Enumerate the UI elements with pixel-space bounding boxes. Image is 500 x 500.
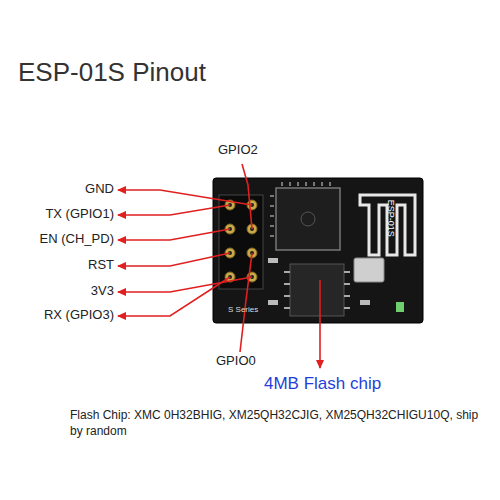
pin-label: EN (CH_PD)	[40, 232, 114, 247]
caption-note: Flash Chip: XMC 0H32BHIG, XM25QH32CJIG, …	[70, 408, 482, 439]
pin-label: GPIO0	[216, 354, 256, 369]
pin-label: GND	[85, 182, 114, 197]
flash-chip	[284, 264, 350, 316]
pin-label: GPIO2	[218, 143, 258, 158]
pcb-antenna	[360, 195, 415, 255]
board-marking: S Series	[228, 305, 258, 314]
pcb-board	[213, 178, 423, 323]
part-label: 4MB Flash chip	[264, 374, 381, 394]
esp-chip	[270, 182, 340, 250]
board-marking: ESP-01S	[385, 200, 395, 237]
smd-parts	[268, 258, 404, 312]
pin-label: RX (GPIO3)	[44, 308, 114, 323]
pin-label: 3V3	[91, 284, 114, 299]
pin-leader-lines	[118, 164, 320, 368]
crystal	[354, 258, 384, 282]
diagram-title: ESP-01S Pinout	[18, 58, 206, 88]
pin-label: RST	[88, 258, 114, 273]
pin-header	[219, 195, 263, 289]
pin-label: TX (GPIO1)	[45, 207, 114, 222]
